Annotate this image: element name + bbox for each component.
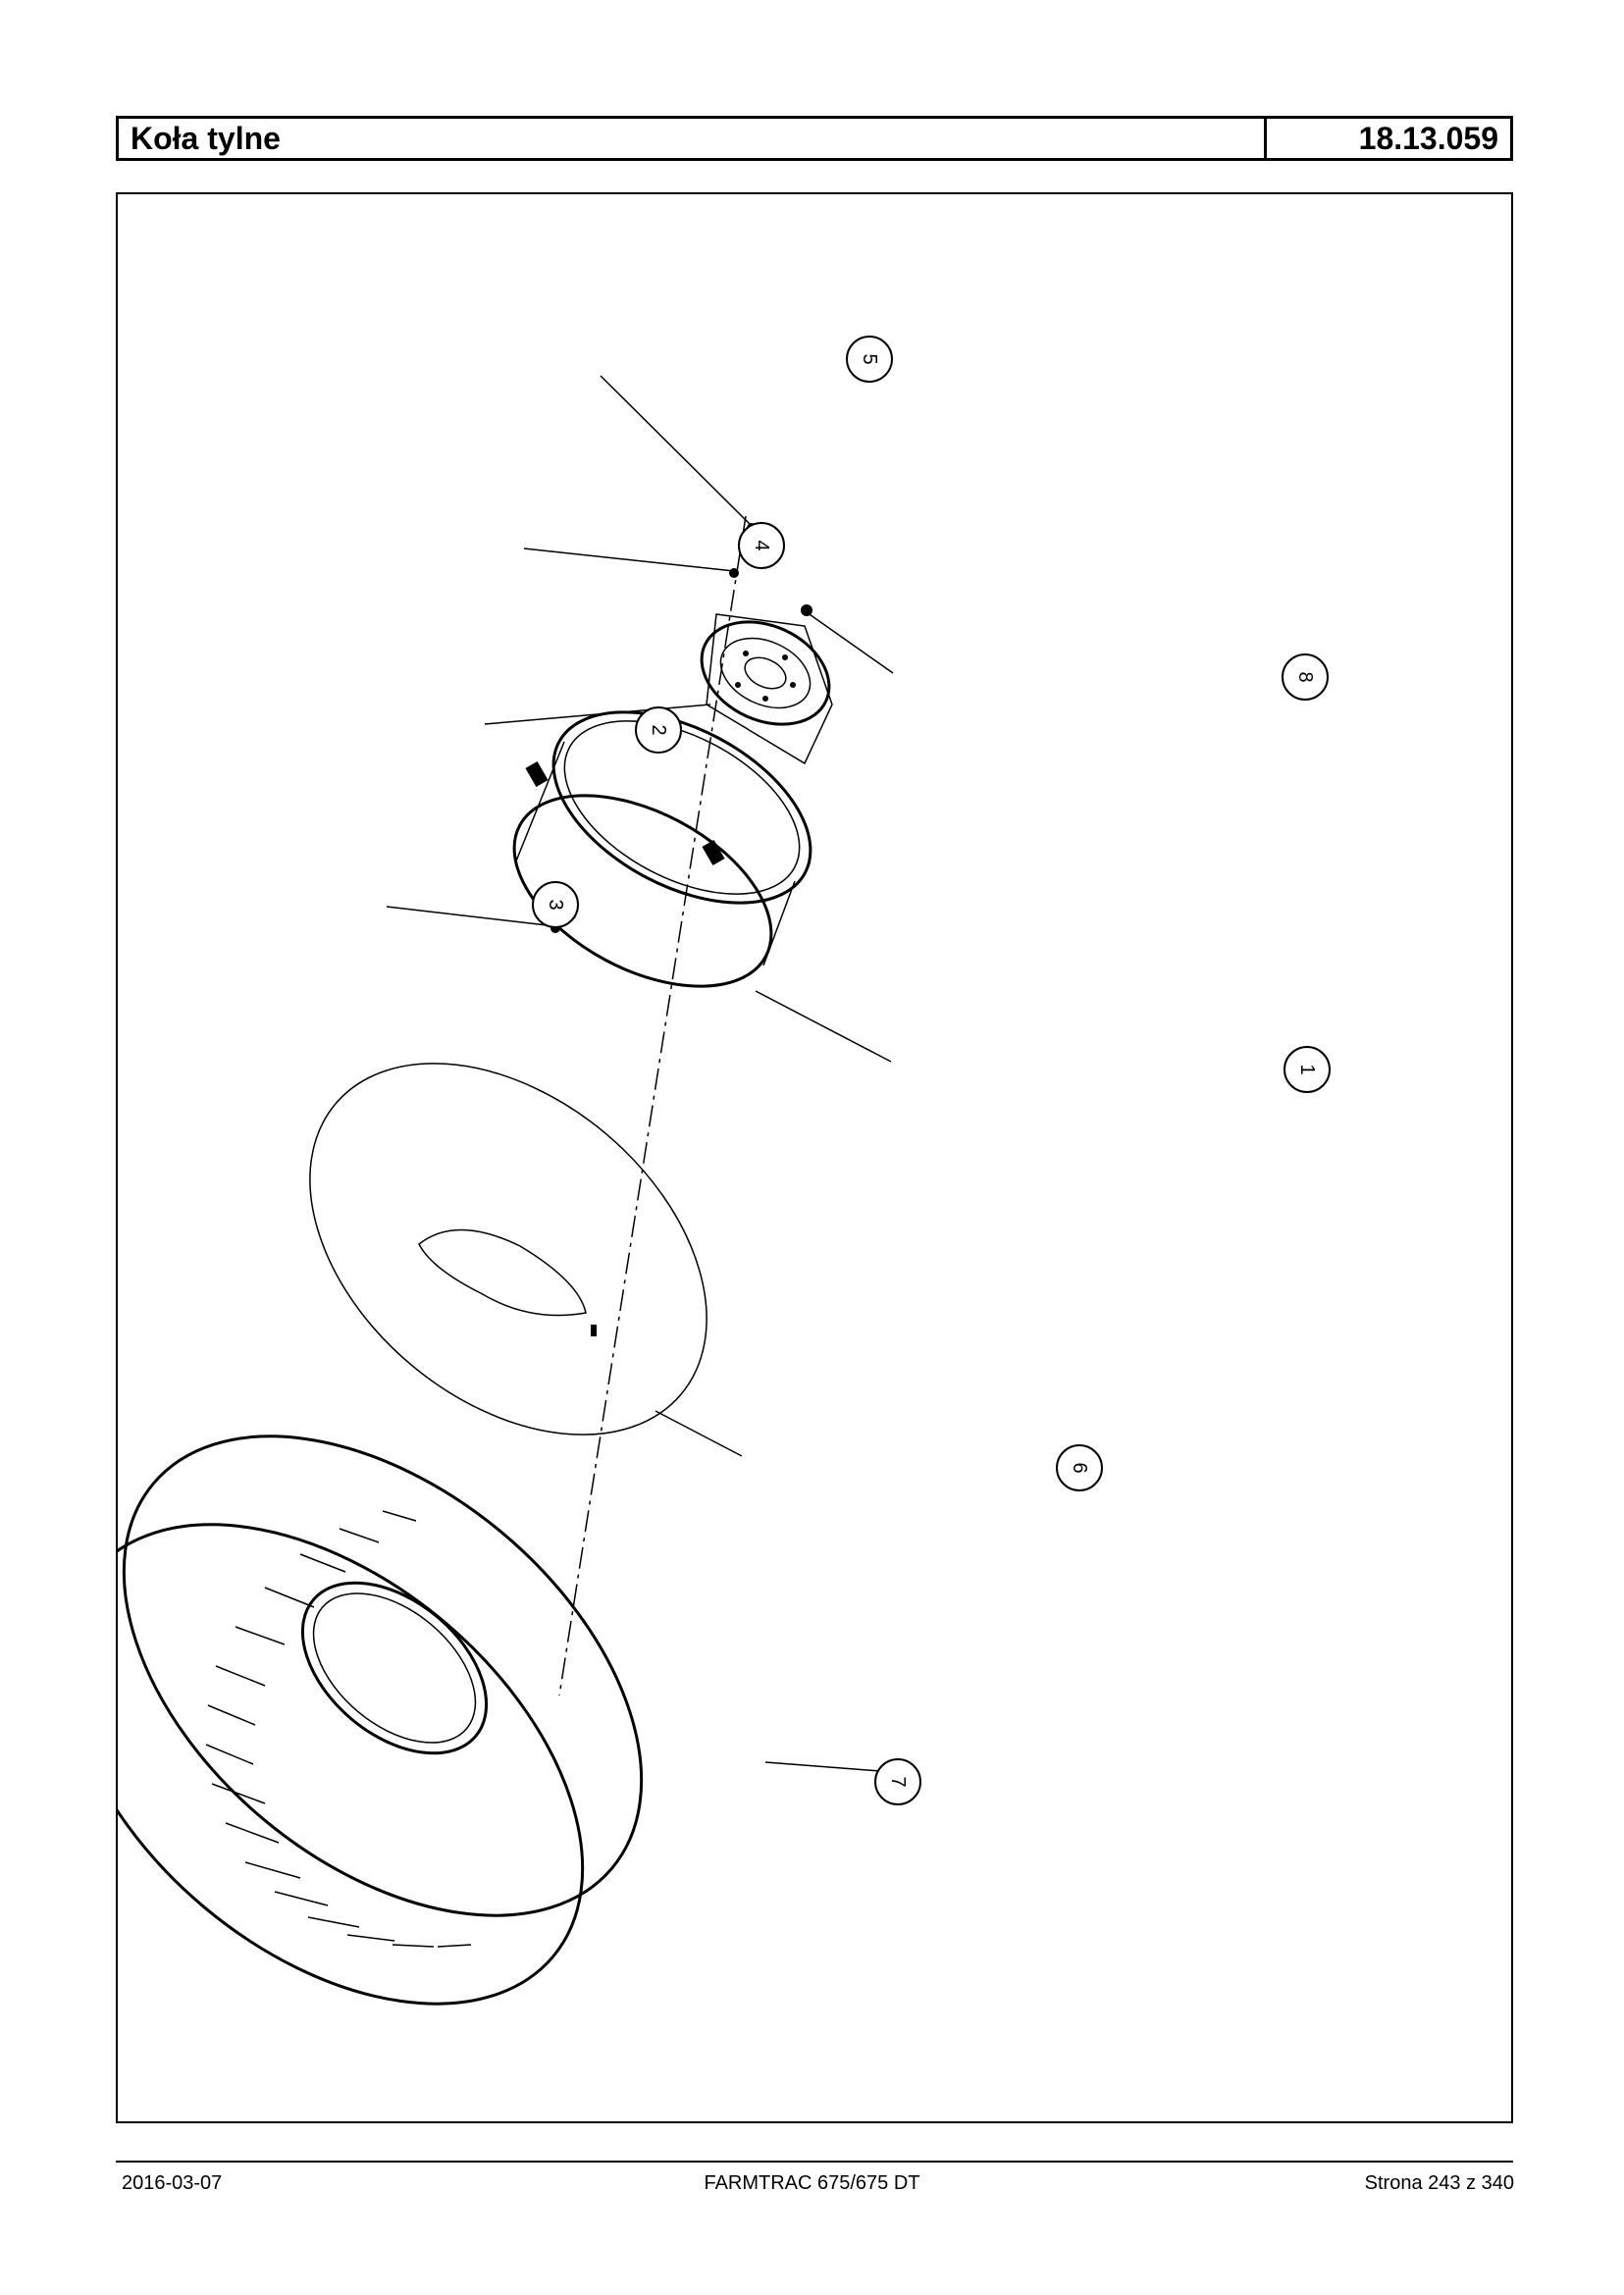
callout-number: 6 [1069,1462,1090,1473]
callout-number: 3 [545,899,566,910]
callout-1: 1 [1283,1046,1331,1093]
callout-number: 4 [751,540,772,550]
page-title: Koła tylne [119,119,1267,158]
callout-2: 2 [635,706,682,754]
footer-date: 2016-03-07 [122,2172,223,2194]
callout-6: 6 [1056,1444,1103,1491]
washer-part [729,568,739,578]
footer-model: FARMTRAC 675/675 DT [704,2172,920,2194]
callout-4: 4 [738,522,785,569]
drawing-code: 18.13.059 [1358,120,1498,156]
callout-number: 1 [1296,1064,1318,1074]
wheel-disc-part [700,613,833,765]
callout-number: 8 [1294,671,1316,682]
callout-8: 8 [1282,653,1329,701]
center-axis [558,515,747,1696]
drawing-frame: 5 4 8 2 3 1 6 7 [116,192,1513,2123]
wheel-nut-part [801,604,812,616]
callout-7: 7 [874,1758,921,1805]
callout-3: 3 [532,881,579,928]
exploded-view-drawing: 5 4 8 2 3 1 6 7 [118,336,1331,2006]
tyre-part [118,1434,644,2006]
inner-tube-part [309,1063,707,1435]
rim-part [512,710,812,988]
callout-number: 7 [887,1776,909,1787]
footer-divider [116,2161,1513,2163]
footer-page-number: Strona 243 z 340 [1364,2172,1514,2194]
callout-number: 2 [648,724,669,735]
callout-leaders [386,375,894,1773]
callout-number: 5 [859,353,880,364]
callout-5: 5 [846,336,893,383]
title-bar: Koła tylne 18.13.059 [116,116,1513,161]
